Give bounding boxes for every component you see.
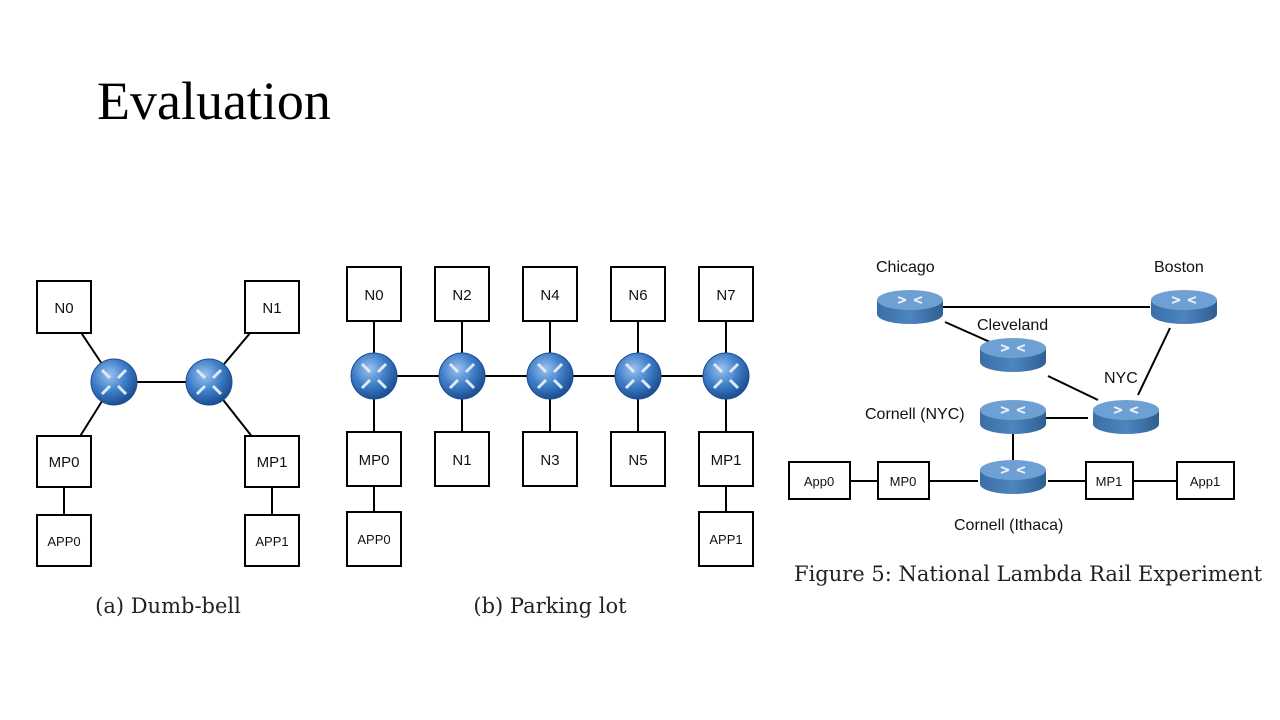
parking-app1-label: APP1: [709, 532, 742, 547]
nlr-label-chicago: Chicago: [876, 259, 935, 276]
nlr-mp1-label: MP1: [1096, 474, 1123, 489]
router-icon: [438, 352, 486, 400]
parking-bottom-4-label: MP1: [711, 452, 742, 469]
parking-node-top-0: N0: [346, 266, 402, 322]
parking-node-top-3: N6: [610, 266, 666, 322]
parking-node-bottom-0: MP0: [346, 431, 402, 487]
nlr-box-mp1: MP1: [1085, 461, 1134, 500]
parking-top-2-label: N4: [540, 287, 559, 304]
router-icon: [877, 290, 943, 324]
router-icon: [980, 338, 1046, 372]
parking-node-app0: APP0: [346, 511, 402, 567]
parking-node-bottom-3: N5: [610, 431, 666, 487]
nlr-label-cornell-nyc: Cornell (NYC): [865, 406, 965, 423]
dumbbell-node-n1: N1: [244, 280, 300, 334]
parking-node-top-4: N7: [698, 266, 754, 322]
dumbbell-diagram: N0 N1 MP0 MP1 APP0 APP1: [36, 280, 300, 618]
parking-bottom-2-label: N3: [540, 452, 559, 469]
parking-node-top-1: N2: [434, 266, 490, 322]
router-icon: [350, 352, 398, 400]
parking-node-bottom-1: N1: [434, 431, 490, 487]
parking-bottom-0-label: MP0: [359, 452, 390, 469]
dumbbell-node-mp1: MP1: [244, 435, 300, 488]
parking-lot-caption: (b) Parking lot: [473, 594, 627, 618]
nlr-box-app0: App0: [788, 461, 851, 500]
router-icon: [526, 352, 574, 400]
router-icon: [702, 352, 750, 400]
router-icon: [1151, 290, 1217, 324]
nlr-box-app1: App1: [1176, 461, 1235, 500]
router-icon: [614, 352, 662, 400]
parking-lot-diagram: N0 N2 N4 N6 N7 MP0 N1 N3 N5 MP1 APP0 APP…: [346, 266, 754, 618]
slide-title: Evaluation: [97, 71, 331, 131]
dumbbell-node-app0: APP0: [36, 514, 92, 567]
dumbbell-mp0-label: MP0: [49, 454, 80, 471]
parking-node-app1: APP1: [698, 511, 754, 567]
router-icon: [980, 460, 1046, 494]
dumbbell-n0-label: N0: [54, 300, 73, 317]
nlr-label-cornell-ithaca: Cornell (Ithaca): [954, 517, 1063, 534]
parking-node-bottom-4: MP1: [698, 431, 754, 487]
parking-top-4-label: N7: [716, 287, 735, 304]
router-icon: [90, 358, 138, 406]
nlr-diagram: Chicago Boston Cleveland NYC Cornell (NY…: [788, 259, 1263, 586]
dumbbell-node-mp0: MP0: [36, 435, 92, 488]
dumbbell-mp1-label: MP1: [257, 454, 288, 471]
dumbbell-app1-label: APP1: [255, 534, 288, 549]
parking-top-1-label: N2: [452, 287, 471, 304]
parking-bottom-1-label: N1: [452, 452, 471, 469]
parking-top-3-label: N6: [628, 287, 647, 304]
nlr-label-boston: Boston: [1154, 259, 1204, 276]
nlr-label-nyc: NYC: [1104, 370, 1138, 387]
dumbbell-node-n0: N0: [36, 280, 92, 334]
dumbbell-node-app1: APP1: [244, 514, 300, 567]
parking-app0-label: APP0: [357, 532, 390, 547]
parking-bottom-3-label: N5: [628, 452, 647, 469]
parking-node-bottom-2: N3: [522, 431, 578, 487]
nlr-app0-label: App0: [804, 474, 834, 489]
parking-node-top-2: N4: [522, 266, 578, 322]
parking-top-0-label: N0: [364, 287, 383, 304]
nlr-box-mp0: MP0: [877, 461, 930, 500]
nlr-app1-label: App1: [1190, 474, 1220, 489]
dumbbell-app0-label: APP0: [47, 534, 80, 549]
nlr-caption: Figure 5: National Lambda Rail Experimen…: [794, 562, 1263, 586]
nlr-mp0-label: MP0: [890, 474, 917, 489]
router-icon: [185, 358, 233, 406]
dumbbell-n1-label: N1: [262, 300, 281, 317]
router-icon: [1093, 400, 1159, 434]
nlr-label-cleveland: Cleveland: [977, 317, 1048, 334]
router-icon: [980, 400, 1046, 434]
dumbbell-caption: (a) Dumb-bell: [95, 594, 241, 618]
